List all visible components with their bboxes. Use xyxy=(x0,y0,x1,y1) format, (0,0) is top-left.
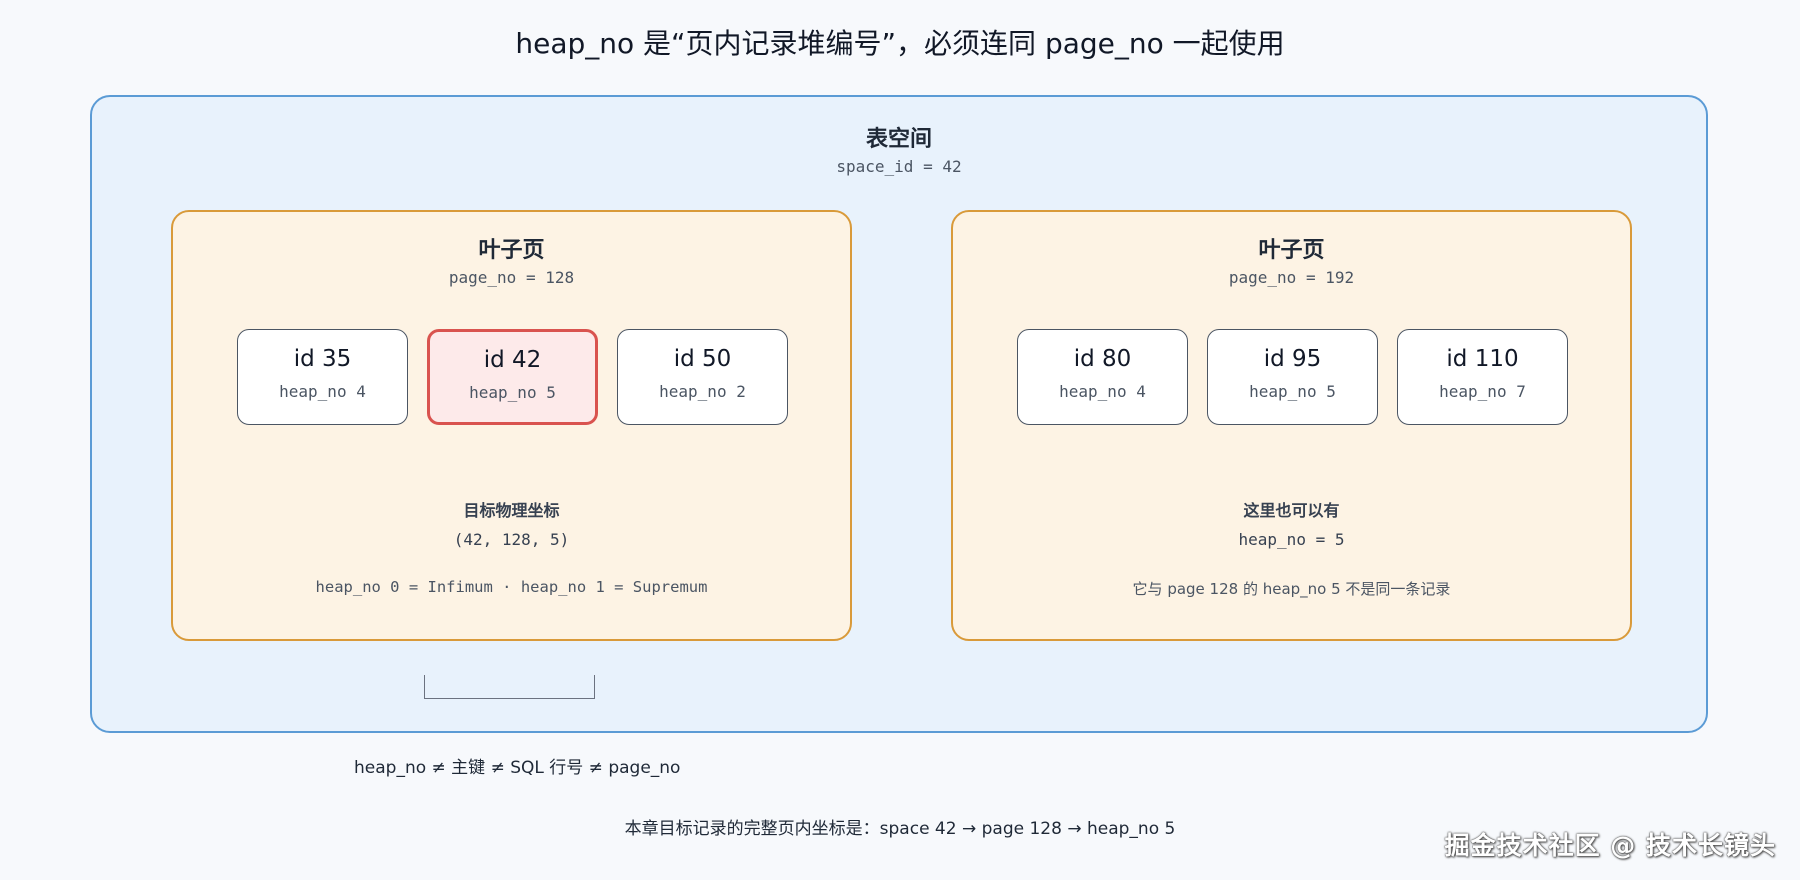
record-heap-no: heap_no 7 xyxy=(1439,382,1526,401)
page-no-label: page_no = 128 xyxy=(448,268,575,287)
also-possible-heading: 这里也可以有 xyxy=(1243,501,1340,520)
also-possible-value: heap_no = 5 xyxy=(1238,530,1345,549)
record-id: id 80 xyxy=(1073,346,1132,372)
summary-caption: 本章目标记录的完整页内坐标是：space 42 → page 128 → hea… xyxy=(624,819,1176,839)
not-same-record-note: 它与 page 128 的 heap_no 5 不是同一条记录 xyxy=(1132,580,1451,598)
record-id-80: id 80 heap_no 4 xyxy=(1017,329,1188,425)
leaf-page-192: 叶子页 page_no = 192 id 80 heap_no 4 id 95 … xyxy=(951,210,1632,641)
target-coordinate-heading: 目标物理坐标 xyxy=(463,501,560,520)
tablespace-label: 表空间 xyxy=(865,127,932,152)
record-id-95: id 95 heap_no 5 xyxy=(1207,329,1378,425)
diagram-title: heap_no 是“页内记录堆编号”，必须连同 page_no 一起使用 xyxy=(515,27,1285,60)
record-id: id 42 xyxy=(483,347,542,373)
record-id: id 95 xyxy=(1263,346,1322,372)
record-id-110: id 110 heap_no 7 xyxy=(1397,329,1568,425)
record-heap-no: heap_no 4 xyxy=(1059,382,1146,401)
leaf-page-label: 叶子页 xyxy=(1258,238,1325,263)
infimum-supremum-note: heap_no 0 = Infimum · heap_no 1 = Suprem… xyxy=(315,578,708,596)
record-heap-no: heap_no 5 xyxy=(469,383,556,402)
highlight-bracket xyxy=(424,675,595,699)
record-id: id 50 xyxy=(673,346,732,372)
watermark: 掘金技术社区 @ 技术长镜头 xyxy=(1444,831,1776,860)
leaf-page-128: 叶子页 page_no = 128 id 35 heap_no 4 id 42 … xyxy=(171,210,852,641)
record-id-35: id 35 heap_no 4 xyxy=(237,329,408,425)
record-id-42-highlighted: id 42 heap_no 5 xyxy=(427,329,598,425)
tablespace-box: 表空间 space_id = 42 叶子页 page_no = 128 id 3… xyxy=(90,95,1708,733)
leaf-page-label: 叶子页 xyxy=(478,238,545,263)
inequality-note: heap_no ≠ 主键 ≠ SQL 行号 ≠ page_no xyxy=(354,758,681,778)
record-heap-no: heap_no 5 xyxy=(1249,382,1336,401)
record-heap-no: heap_no 2 xyxy=(659,382,746,401)
record-id: id 110 xyxy=(1446,346,1519,372)
tablespace-space-id: space_id = 42 xyxy=(836,157,962,176)
target-coordinate-value: (42, 128, 5) xyxy=(453,530,570,549)
record-id: id 35 xyxy=(293,346,352,372)
record-id-50: id 50 heap_no 2 xyxy=(617,329,788,425)
record-heap-no: heap_no 4 xyxy=(279,382,366,401)
page-no-label: page_no = 192 xyxy=(1228,268,1355,287)
